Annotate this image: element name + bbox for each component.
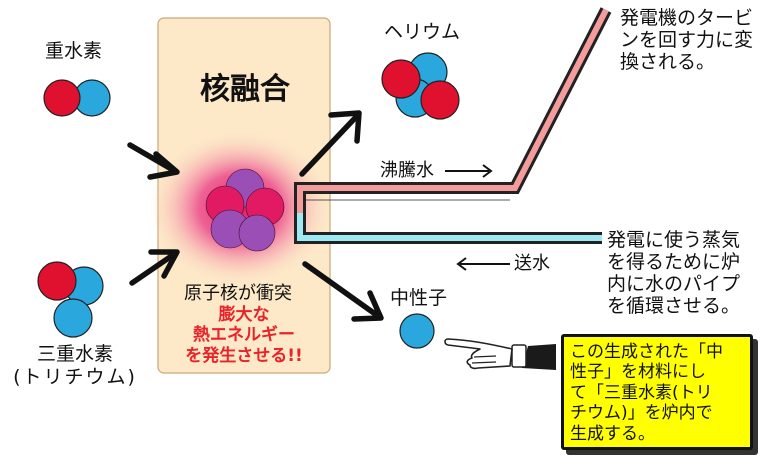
- reaction-arrows: [127, 110, 384, 322]
- water-pipes: [294, 7, 612, 244]
- boiling-water-label: 沸騰水: [380, 160, 434, 181]
- steam-note: 発電に使う蒸気 を得るために炉 内に水のパイプ を循環させる。: [607, 229, 741, 317]
- generator-note: 発電機のタービ ンを回す力に変 換される。: [620, 7, 754, 73]
- helium-atom: [381, 52, 460, 120]
- tritium-label: 三重水素 (トリチウム): [13, 343, 137, 388]
- deuterium-label: 重水素: [45, 40, 103, 62]
- tritium-production-callout: この生成された「中 性子」を材料にし て「三重水素(トリ チウム)」を炉内で 生…: [561, 334, 753, 450]
- energy-label: 膨大な 熱エネルギー を発生させる!!: [185, 305, 303, 366]
- collision-label: 原子核が衝突: [184, 283, 292, 304]
- flow-arrows: [445, 164, 510, 271]
- neutron-particle: [399, 313, 435, 349]
- helium-label: ヘリウム: [384, 21, 461, 43]
- feed-water-label: 送水: [514, 253, 550, 274]
- tritium-atom: [37, 261, 104, 338]
- deuterium-atom: [43, 79, 111, 117]
- fusion-title: 核融合: [200, 72, 290, 107]
- neutron-label: 中性子: [390, 287, 448, 309]
- pointing-hand-icon: [444, 338, 556, 370]
- fused-nucleus: [205, 168, 285, 252]
